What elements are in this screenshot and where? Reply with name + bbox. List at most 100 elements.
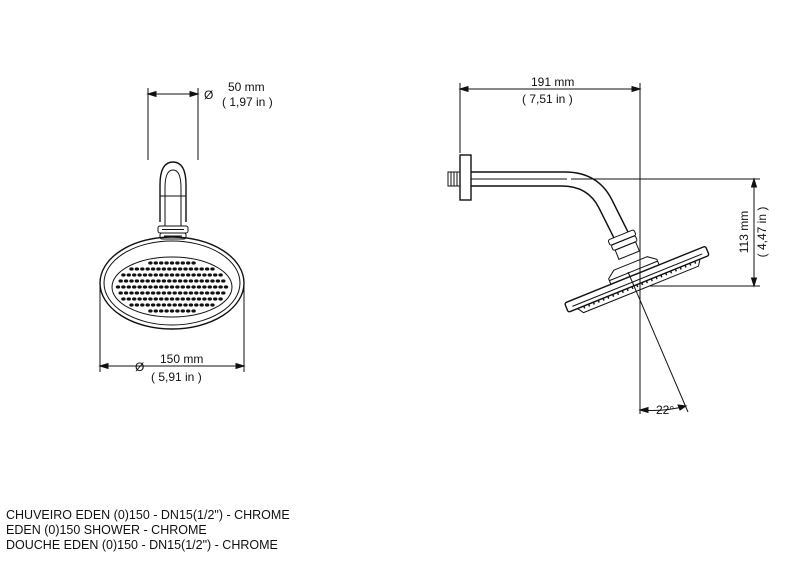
side-nozzle [587,303,591,307]
nozzle [213,297,218,301]
nozzle [172,291,177,295]
nozzle [123,279,129,283]
nozzle [180,285,185,289]
nozzle [142,273,148,277]
nozzle [183,267,188,271]
nozzle [177,267,183,271]
nozzle [164,285,169,289]
side-nozzle [626,288,629,292]
nozzle [132,297,137,301]
nozzle [191,285,196,289]
nozzle [161,267,167,271]
nozzle [150,267,156,271]
caption-french: DOUCHE EDEN (0)150 - DN15(1/2") - CHROME [6,538,278,552]
nozzle [180,297,185,301]
nozzle [167,279,172,283]
nozzle [153,261,158,265]
drop-height-metric: 113 mm [737,211,751,253]
wall-flange [459,154,472,201]
nozzle [164,273,169,277]
side-nozzle [684,264,687,268]
nozzle [199,279,204,283]
side-nozzle [655,276,658,280]
nozzle [159,285,164,289]
nozzle [132,285,137,289]
nozzle [204,267,210,271]
nozzle [123,291,129,295]
nozzle [142,285,148,289]
side-nozzle [597,299,600,303]
nozzle [148,261,153,265]
arm-length-metric: 191 mm [531,75,574,89]
nozzle [134,267,140,271]
nozzle [199,291,204,295]
side-nozzle [631,286,634,290]
nozzle [121,273,126,277]
nozzle [180,273,185,277]
nozzle [218,285,223,289]
nozzle [204,303,210,307]
nozzle [213,285,218,289]
nozzle [186,261,191,265]
nozzle [202,297,207,301]
nozzle [194,291,199,295]
nozzle [142,297,148,301]
nozzle [207,285,212,289]
nozzle [167,303,172,307]
nozzle [164,297,169,301]
front-arm [164,195,182,227]
nozzle [207,273,212,277]
nozzle [204,279,210,283]
nozzle [134,291,140,295]
nozzle [199,303,204,307]
nozzle-field [115,261,229,313]
nozzle [215,291,221,295]
nozzle [153,285,158,289]
nozzle [194,267,199,271]
nozzle [153,273,158,277]
nozzle [145,279,150,283]
nozzle [121,285,126,289]
nozzle [126,297,131,301]
nozzle [145,291,150,295]
side-nozzle [650,278,653,282]
nozzle [188,279,194,283]
nozzle [169,297,175,301]
nozzle [148,297,153,301]
front-view [99,161,245,330]
nozzle [191,261,196,265]
nozzle [137,285,142,289]
nozzle [175,285,180,289]
nozzle [199,267,204,271]
nozzle [148,285,153,289]
nozzle [121,297,126,301]
nozzle [164,261,169,265]
nozzle [156,267,161,271]
nozzle [210,303,215,307]
tilt-angle-label: 22° [656,403,674,417]
head-diameter-metric: 150 mm [160,352,203,366]
nozzle [150,303,156,307]
nozzle [175,273,180,277]
head-diameter-imperial: ( 5,91 in ) [151,370,202,384]
side-nozzle [694,261,697,264]
nozzle [150,291,156,295]
nozzle [169,309,175,313]
front-head-face [111,256,233,318]
side-nozzle [669,270,673,274]
nozzle [115,285,121,289]
side-nozzle [616,292,620,296]
nozzle [210,291,215,295]
nozzle [172,267,177,271]
nozzle [188,267,194,271]
nozzle [140,279,145,283]
nozzle [169,285,175,289]
dim-arm-diameter [146,88,200,160]
nozzle [215,279,221,283]
nozzle [175,261,180,265]
nozzle [159,309,164,313]
side-nozzle [636,284,639,288]
nozzle [202,273,207,277]
nozzle [172,303,177,307]
